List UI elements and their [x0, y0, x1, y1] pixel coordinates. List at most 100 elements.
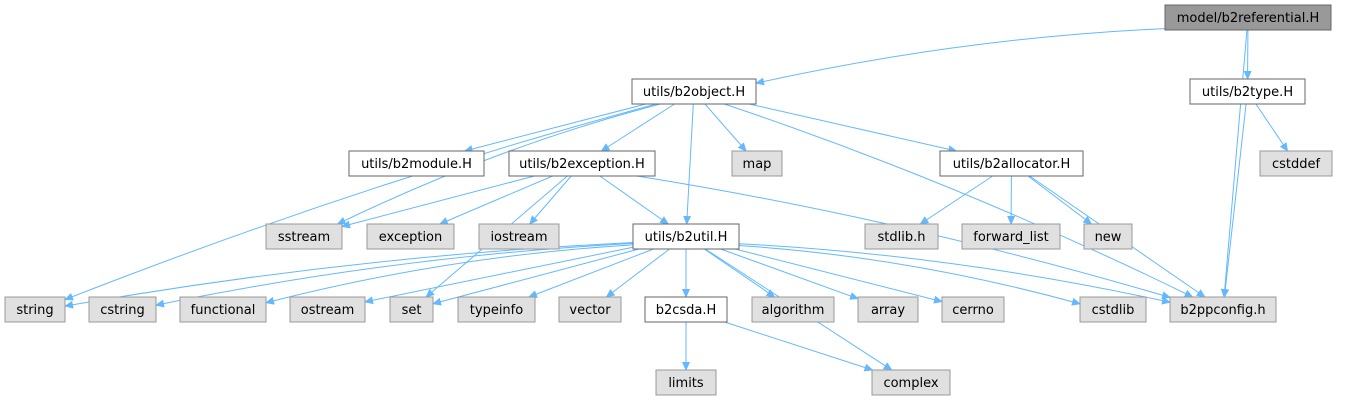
node-box-set — [389, 296, 434, 323]
edge-b2csda-to-complex — [724, 321, 874, 372]
node-label-b2allocator: utils/b2allocator.H — [953, 157, 1071, 172]
edge-b2referential-to-b2ppconfig — [1220, 29, 1248, 298]
node-box-b2csda — [644, 296, 728, 323]
node-exception: exception — [366, 223, 455, 250]
edge-b2exception-to-iostream — [529, 175, 572, 225]
edge-b2util-to-typeinfo — [528, 248, 654, 298]
node-label-stdlib: stdlib.h — [878, 230, 926, 245]
node-box-forward_list — [961, 223, 1061, 250]
node-box-cerrno — [941, 296, 1005, 323]
node-box-cstddef — [1259, 150, 1333, 177]
edge-b2referential-to-b2object — [755, 28, 1166, 86]
node-b2referential[interactable]: model/b2referential.H — [1164, 4, 1332, 31]
node-box-new — [1083, 223, 1133, 250]
edge-b2util-to-array — [720, 248, 859, 300]
node-cstring: cstring — [88, 296, 157, 323]
edge-b2object-to-b2allocator — [749, 103, 958, 154]
edge-b2type-to-b2ppconfig — [1221, 103, 1247, 298]
node-typeinfo: typeinfo — [457, 296, 536, 323]
node-label-string: string — [16, 303, 53, 318]
node-label-cstddef: cstddef — [1272, 157, 1321, 172]
edge-b2util-to-vector — [605, 248, 670, 298]
node-b2allocator[interactable]: utils/b2allocator.H — [939, 150, 1084, 177]
node-b2util[interactable]: utils/b2util.H — [632, 223, 740, 250]
node-set: set — [389, 296, 434, 323]
edge-b2util-to-cerrno — [735, 248, 943, 304]
node-box-complex — [871, 369, 951, 396]
edge-b2exception-to-exception — [438, 175, 553, 225]
node-label-b2type: utils/b2type.H — [1202, 85, 1293, 100]
node-string: string — [4, 296, 66, 323]
node-box-iostream — [478, 223, 560, 250]
node-label-array: array — [871, 303, 905, 318]
node-label-set: set — [402, 303, 422, 318]
node-box-ostream — [289, 296, 366, 323]
node-map: map — [731, 150, 783, 177]
node-b2module[interactable]: utils/b2module.H — [348, 150, 485, 177]
node-box-algorithm — [751, 296, 835, 323]
edge-b2allocator-to-new — [1027, 175, 1093, 225]
node-functional: functional — [179, 296, 267, 323]
edge-b2util-to-algorithm — [704, 248, 776, 298]
edge-b2exception-to-sstream — [341, 175, 535, 229]
node-box-cstring — [88, 296, 157, 323]
node-b2csda[interactable]: b2csda.H — [644, 296, 728, 323]
edge-b2object-to-sstream — [336, 103, 661, 225]
node-box-limits — [655, 369, 717, 396]
edge-b2object-to-b2ppconfig — [724, 103, 1194, 298]
node-box-exception — [366, 223, 455, 250]
node-b2ppconfig: b2ppconfig.h — [1169, 296, 1277, 323]
node-array: array — [857, 296, 919, 323]
node-box-b2ppconfig — [1169, 296, 1277, 323]
node-new: new — [1083, 223, 1133, 250]
edge-b2util-to-ostream — [364, 246, 634, 305]
node-layer: model/b2referential.H utils/b2object.H uti… — [4, 4, 1333, 396]
edge-b2object-to-map — [704, 103, 747, 152]
edge-b2util-to-cstring — [155, 242, 634, 308]
node-label-vector: vector — [569, 303, 611, 318]
node-label-complex: complex — [883, 376, 938, 391]
node-label-new: new — [1095, 230, 1122, 245]
node-b2type[interactable]: utils/b2type.H — [1189, 78, 1306, 105]
edge-b2type-to-cstddef — [1255, 103, 1289, 152]
node-box-cstdlib — [1079, 296, 1147, 323]
edge-b2allocator-to-stdlib — [919, 175, 993, 225]
edge-b2util-to-functional — [265, 244, 634, 305]
node-label-b2ppconfig: b2ppconfig.h — [1180, 303, 1265, 318]
edge-b2util-to-b2ppconfig — [738, 243, 1171, 305]
node-label-cstdlib: cstdlib — [1092, 303, 1135, 318]
node-iostream: iostream — [478, 223, 560, 250]
node-label-iostream: iostream — [490, 230, 547, 245]
node-label-b2module: utils/b2module.H — [361, 157, 472, 172]
edge-b2util-to-cstdlib — [738, 245, 1081, 306]
node-label-b2exception: utils/b2exception.H — [519, 157, 645, 172]
node-box-b2allocator — [939, 150, 1084, 177]
node-label-typeinfo: typeinfo — [470, 303, 523, 318]
node-label-sstream: sstream — [278, 230, 330, 245]
edge-b2exception-to-b2util — [599, 175, 670, 225]
node-label-limits: limits — [668, 376, 704, 391]
node-label-cerrno: cerrno — [952, 303, 994, 318]
node-cstdlib: cstdlib — [1079, 296, 1147, 323]
node-label-b2object: utils/b2object.H — [643, 85, 745, 100]
node-forward_list: forward_list — [961, 223, 1061, 250]
node-algorithm: algorithm — [751, 296, 835, 323]
edge-b2object-to-b2util — [683, 103, 694, 225]
node-label-b2csda: b2csda.H — [656, 303, 717, 318]
node-box-b2referential — [1164, 4, 1332, 31]
node-label-forward_list: forward_list — [973, 230, 1048, 245]
node-box-sstream — [265, 223, 343, 250]
node-box-typeinfo — [457, 296, 536, 323]
edge-b2object-to-b2module — [463, 103, 646, 153]
node-box-map — [731, 150, 783, 177]
node-vector: vector — [558, 296, 622, 323]
node-b2exception[interactable]: utils/b2exception.H — [508, 150, 656, 177]
node-box-stdlib — [864, 223, 939, 250]
node-label-b2referential: model/b2referential.H — [1177, 11, 1320, 26]
node-label-exception: exception — [379, 230, 443, 245]
node-cerrno: cerrno — [941, 296, 1005, 323]
node-label-cstring: cstring — [100, 303, 144, 318]
node-complex: complex — [871, 369, 951, 396]
node-b2object[interactable]: utils/b2object.H — [631, 78, 757, 105]
node-box-b2object — [631, 78, 757, 105]
